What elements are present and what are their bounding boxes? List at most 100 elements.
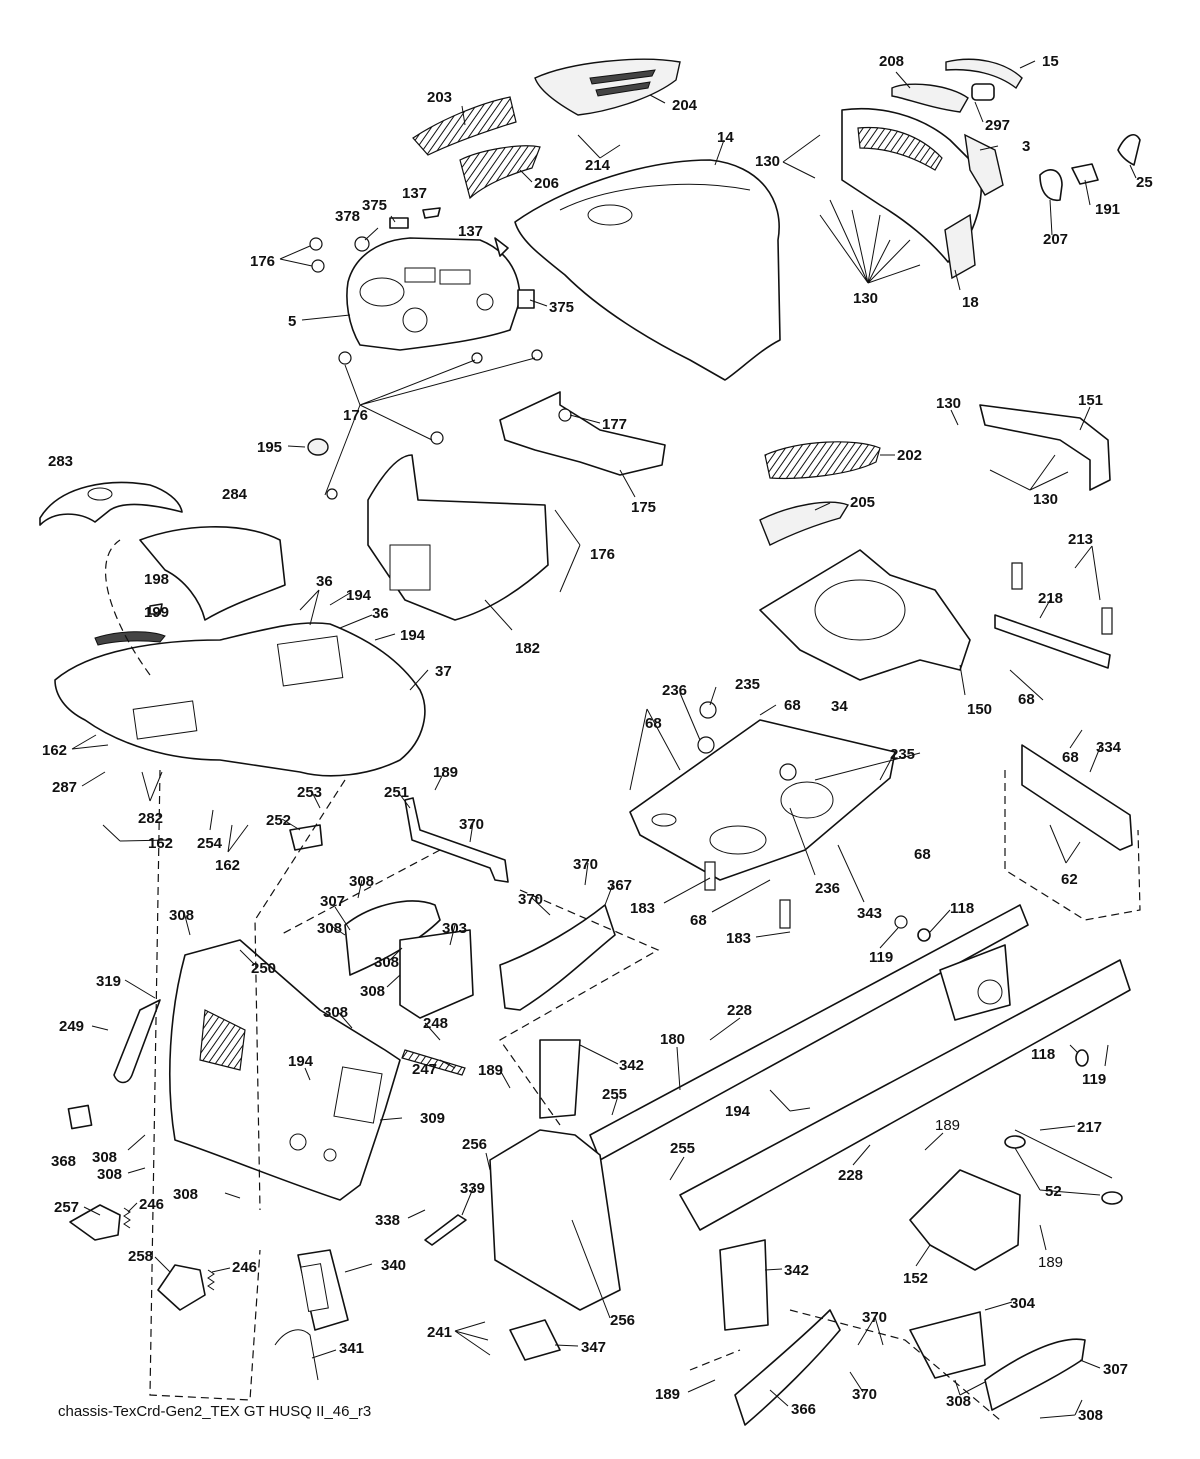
callout-308-i: 308	[173, 1186, 198, 1203]
part-199	[94, 631, 166, 646]
callout-248: 248	[423, 1015, 448, 1032]
callout-308-k: 308	[1078, 1407, 1103, 1424]
part-342-a	[539, 1039, 581, 1119]
callout-183-b: 183	[726, 930, 751, 947]
part-198	[149, 603, 163, 615]
callout-367: 367	[607, 877, 632, 894]
callout-151: 151	[1078, 392, 1103, 409]
callout-368: 368	[51, 1153, 76, 1170]
callout-177: 177	[602, 416, 627, 433]
callout-14: 14	[717, 129, 734, 146]
callout-303: 303	[442, 920, 467, 937]
callout-254: 254	[197, 835, 223, 852]
callout-176-a: 176	[250, 253, 275, 270]
callout-334: 334	[1096, 739, 1122, 756]
callout-194-b: 194	[400, 627, 426, 644]
part-37-fender-deck	[54, 622, 426, 777]
callout-202: 202	[897, 447, 922, 464]
callout-236-b: 236	[815, 880, 840, 897]
callout-366: 366	[791, 1401, 816, 1418]
callout-182: 182	[515, 640, 540, 657]
callout-68-a: 68	[784, 697, 801, 714]
part-342-b	[719, 1239, 769, 1331]
part-283	[39, 481, 183, 526]
callout-36-a: 36	[316, 573, 333, 590]
callout-309: 309	[420, 1110, 445, 1127]
callout-162-a: 162	[42, 742, 67, 759]
part-368	[67, 1104, 93, 1130]
part-309-front-panel	[168, 939, 401, 1201]
part-151-bracket	[979, 404, 1111, 491]
part-205	[759, 501, 850, 546]
part-303	[399, 929, 474, 1019]
callout-308-d: 308	[374, 954, 399, 971]
part-334-bracket	[1021, 744, 1133, 851]
callout-246-a: 246	[139, 1196, 164, 1213]
callout-283: 283	[48, 453, 73, 470]
callout-235-b: 235	[890, 746, 915, 763]
callout-375-b: 375	[549, 299, 574, 316]
callout-189-b: 189	[478, 1062, 503, 1079]
callout-252: 252	[266, 812, 291, 829]
callout-319: 319	[96, 973, 121, 990]
callout-256-b: 256	[610, 1312, 635, 1329]
callout-370-b: 370	[573, 856, 598, 873]
part-246-spring-b	[207, 1269, 215, 1291]
callout-36-b: 36	[372, 605, 389, 622]
callout-119-b: 119	[1082, 1071, 1106, 1088]
callout-137-b: 137	[458, 223, 483, 240]
part-152-shield	[909, 1169, 1021, 1271]
callout-217: 217	[1077, 1119, 1102, 1136]
callout-207: 207	[1043, 231, 1068, 248]
part-304	[909, 1311, 986, 1379]
callout-297: 297	[985, 117, 1010, 134]
callout-343: 343	[857, 905, 882, 922]
callout-119-a: 119	[869, 949, 893, 966]
callout-304: 304	[1010, 1295, 1036, 1312]
callout-150: 150	[967, 701, 992, 718]
part-137-a	[422, 207, 441, 219]
callout-189-e: 189	[655, 1386, 680, 1403]
callout-307-b: 307	[1103, 1361, 1128, 1378]
callout-15: 15	[1042, 53, 1059, 70]
part-18-lower	[944, 213, 976, 280]
callout-189-a: 189	[433, 764, 458, 781]
callout-228-a: 228	[727, 1002, 752, 1019]
callout-130-c: 130	[936, 395, 961, 412]
callout-307-a: 307	[320, 893, 345, 910]
callout-308-e: 308	[360, 983, 385, 1000]
part-367-bracket	[499, 904, 616, 1011]
callout-206: 206	[534, 175, 559, 192]
callout-68-f: 68	[690, 912, 707, 929]
callout-68-d: 68	[1062, 749, 1079, 766]
callout-68-e: 68	[914, 846, 931, 863]
part-284	[139, 526, 286, 621]
callout-370-c: 370	[518, 891, 543, 908]
callout-195: 195	[257, 439, 282, 456]
part-203	[412, 96, 517, 156]
callout-189-d: 189	[1038, 1254, 1063, 1271]
callout-68-b: 68	[645, 715, 662, 732]
callout-308-f: 308	[323, 1004, 348, 1021]
callout-180: 180	[660, 1031, 685, 1048]
callout-5: 5	[288, 313, 296, 330]
part-307-a	[344, 900, 441, 976]
part-175-bracket	[499, 391, 666, 476]
callout-183-a: 183	[630, 900, 655, 917]
diagram-caption: chassis-TexCrd-Gen2_TEX GT HUSQ II_46_r3	[58, 1403, 371, 1420]
callout-338: 338	[375, 1212, 400, 1229]
part-252	[289, 824, 323, 851]
callout-253: 253	[297, 784, 322, 801]
part-34-plate	[629, 719, 896, 881]
part-339	[424, 1214, 467, 1246]
callout-130-b: 130	[853, 290, 878, 307]
callout-62: 62	[1061, 871, 1078, 888]
part-297	[971, 83, 995, 101]
callout-339: 339	[460, 1180, 485, 1197]
callout-247: 247	[412, 1061, 437, 1078]
callout-341: 341	[339, 1340, 364, 1357]
callout-284: 284	[222, 486, 248, 503]
callout-191: 191	[1095, 201, 1120, 218]
callout-194-d: 194	[725, 1103, 751, 1120]
